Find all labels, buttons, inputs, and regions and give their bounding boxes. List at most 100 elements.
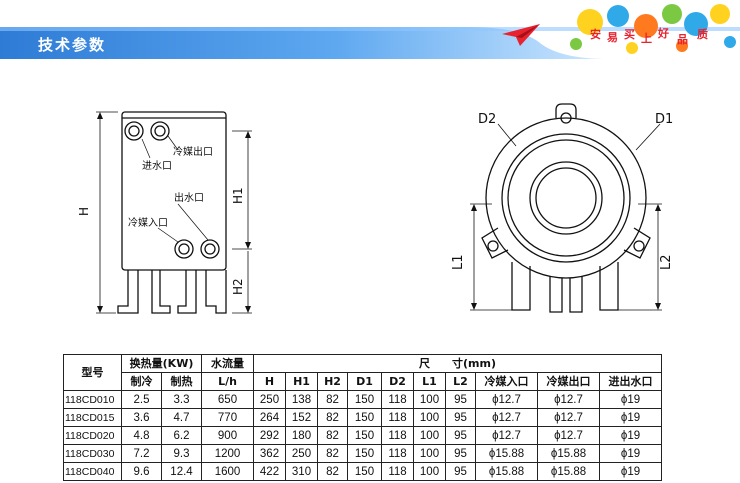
dim-label-L2: L2 [659,254,674,270]
table-cell: 100 [413,462,446,481]
table-cell: ϕ15.88 [475,444,538,463]
slogan-char: 质 [697,28,708,41]
table-cell: 118 [381,426,414,445]
table-cell: 100 [413,408,446,427]
table-cell: 150 [347,408,382,427]
table-cell: 150 [347,390,382,409]
table-cell: 900 [201,426,254,445]
table-cell: ϕ12.7 [537,408,600,427]
header-band [0,27,740,59]
dim-label-D2: D2 [478,112,496,127]
table-cell: 118 [381,408,414,427]
table-cell: 422 [253,462,286,481]
label-refrigerant-in: 冷媒入口 [128,216,168,229]
slogan-char: 上 [641,32,652,45]
header-flow-unit: L/h [201,372,254,391]
dim-label-H2: H2 [231,278,245,295]
header-dim: L1 [413,372,446,391]
header-dim: L2 [445,372,476,391]
cell-model: 118CD020 [63,426,122,445]
table-cell: 292 [253,426,286,445]
header-dim: H1 [285,372,318,391]
slogan-char: 安 [590,28,601,41]
paper-plane-icon [502,24,540,46]
table-cell: ϕ12.7 [475,390,538,409]
table-cell: 264 [253,408,286,427]
table-cell: ϕ12.7 [537,426,600,445]
cell-model: 118CD030 [63,444,122,463]
table-cell: 7.2 [121,444,162,463]
top-view [470,103,662,313]
table-cell: 362 [253,444,286,463]
slogan-char: 买 [624,28,635,41]
header-dim: H [253,372,286,391]
table-cell: 6.2 [161,426,202,445]
table-cell: ϕ12.7 [475,426,538,445]
cell-model: 118CD015 [63,408,122,427]
table-cell: 9.6 [121,462,162,481]
label-water-out: 出水口 [174,191,204,204]
table-cell: 310 [285,462,318,481]
table-cell: 100 [413,444,446,463]
table-cell: ϕ19 [599,390,662,409]
table-cell: 82 [317,444,348,463]
dim-label-H1: H1 [231,187,245,204]
table-cell: 100 [413,426,446,445]
dim-label-H: H [77,207,91,216]
table-cell: 118 [381,390,414,409]
table-cell: 82 [317,462,348,481]
label-water-in: 进水口 [142,160,172,172]
table-cell: 95 [445,444,476,463]
table-subheader-row: 制冷 制热 L/h H H1 H2 D1 D2 L1 L2 冷媒入口 冷媒出口 … [64,372,662,391]
table-cell: 152 [285,408,318,427]
header-dim: D1 [347,372,382,391]
table-cell: 82 [317,426,348,445]
table-cell: ϕ19 [599,444,662,463]
header-flow: 水流量 [201,354,254,373]
table-cell: 9.3 [161,444,202,463]
header-banner: 技术参数 安 易 买 上 好 品 质 [0,0,740,70]
table-cell: 650 [201,390,254,409]
table-cell: 95 [445,462,476,481]
header-dim: 冷媒出口 [537,372,600,391]
table-cell: 150 [347,426,382,445]
table-cell: ϕ19 [599,426,662,445]
table-cell: 138 [285,390,318,409]
table-cell: 3.6 [121,408,162,427]
header-model: 型号 [63,354,122,391]
slogan-char: 好 [658,27,669,40]
table-cell: 2.5 [121,390,162,409]
table-cell: 82 [317,390,348,409]
header-cooling: 制冷 [121,372,162,391]
technical-drawing: 冷媒出口 进水口 出水口 冷媒入口 H H1 H2 [77,103,674,314]
table-cell: 118 [381,462,414,481]
table-cell: 250 [253,390,286,409]
table-cell: 770 [201,408,254,427]
header-dimensions: 尺 寸(mm) [253,354,662,373]
dim-label-L1: L1 [451,254,466,270]
table-cell: 4.7 [161,408,202,427]
table-cell: 100 [413,390,446,409]
cell-model: 118CD040 [63,462,122,481]
table-cell: ϕ19 [599,462,662,481]
table-cell: 1200 [201,444,254,463]
header-dim: 进出水口 [599,372,662,391]
table-cell: 4.8 [121,426,162,445]
header-dim: H2 [317,372,348,391]
header-heating: 制热 [161,372,202,391]
table-cell: 12.4 [161,462,202,481]
table-cell: ϕ15.88 [537,444,600,463]
header-title: 技术参数 [38,36,107,54]
table-cell: 250 [285,444,318,463]
label-refrigerant-out: 冷媒出口 [173,145,213,158]
table-cell: 82 [317,408,348,427]
header-dim: 冷媒入口 [475,372,538,391]
table-cell: 1600 [201,462,254,481]
header-heat: 换热量(KW) [121,354,202,373]
header-dim: D2 [381,372,414,391]
front-view [96,111,252,314]
